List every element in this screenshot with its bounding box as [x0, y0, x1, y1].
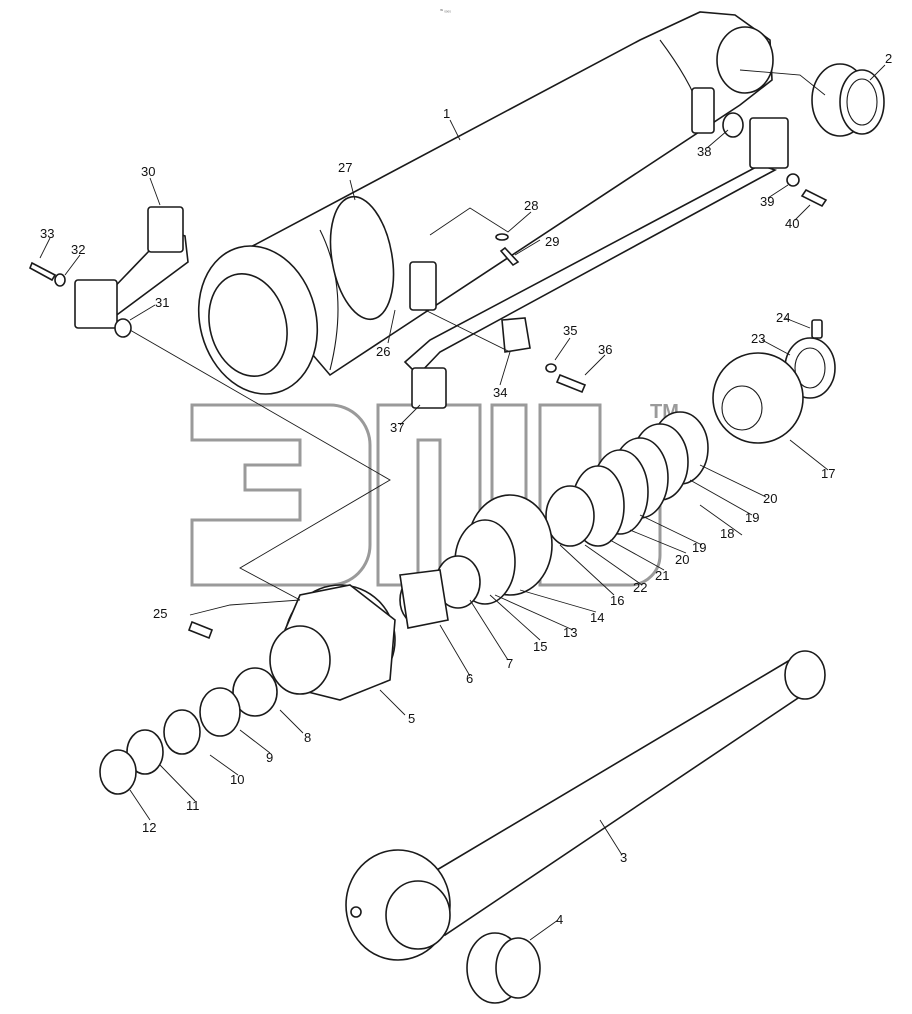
label-20b: 20	[675, 552, 689, 567]
part-seals	[399, 494, 553, 629]
label-38: 38	[697, 144, 711, 159]
label-12: 12	[142, 820, 156, 835]
label-29: 29	[545, 234, 559, 249]
label-37: 37	[390, 420, 404, 435]
part-hydraulic-lines	[74, 117, 789, 409]
label-18: 18	[720, 526, 734, 541]
label-32: 32	[71, 242, 85, 257]
label-28: 28	[524, 198, 538, 213]
label-30: 30	[141, 164, 155, 179]
label-34: 34	[493, 385, 507, 400]
label-31: 31	[155, 295, 169, 310]
label-14: 14	[590, 610, 604, 625]
label-25: 25	[153, 606, 167, 621]
part-bushing-bottom	[466, 932, 541, 1004]
label-9: 9	[266, 750, 273, 765]
label-10: 10	[230, 772, 244, 787]
label-27: 27	[338, 160, 352, 175]
part-piston-assembly	[545, 319, 836, 547]
header-mark: ⁰ᵇ ₀₀₀₀	[440, 8, 451, 13]
label-24: 24	[776, 310, 790, 325]
label-1: 1	[443, 106, 450, 121]
label-40: 40	[785, 216, 799, 231]
label-15: 15	[533, 639, 547, 654]
label-6: 6	[466, 671, 473, 686]
label-11: 11	[186, 798, 200, 813]
label-7: 7	[506, 656, 513, 671]
callout-labels: 1 2 3 4 5 6 7 8 9 10 11 12 13 14 15 16 1…	[40, 51, 892, 927]
label-8: 8	[304, 730, 311, 745]
label-21: 21	[655, 568, 669, 583]
label-19a: 19	[745, 510, 759, 525]
part-piston-rod	[345, 650, 826, 961]
label-3: 3	[620, 850, 627, 865]
part-gland-and-rings	[99, 584, 396, 795]
label-23: 23	[751, 331, 765, 346]
label-2: 2	[885, 51, 892, 66]
part-cylinder-tube	[197, 11, 774, 395]
label-4: 4	[556, 912, 563, 927]
label-22: 22	[633, 580, 647, 595]
label-5: 5	[408, 711, 415, 726]
part-fasteners	[28, 112, 828, 640]
label-33: 33	[40, 226, 54, 241]
label-20a: 20	[763, 491, 777, 506]
label-35: 35	[563, 323, 577, 338]
label-13: 13	[563, 625, 577, 640]
label-19b: 19	[692, 540, 706, 555]
leader-lines	[39, 64, 886, 941]
label-26: 26	[376, 344, 390, 359]
label-39: 39	[760, 194, 774, 209]
part-bushing-top	[811, 63, 885, 137]
label-36: 36	[598, 342, 612, 357]
label-17: 17	[821, 466, 835, 481]
label-16: 16	[610, 593, 624, 608]
